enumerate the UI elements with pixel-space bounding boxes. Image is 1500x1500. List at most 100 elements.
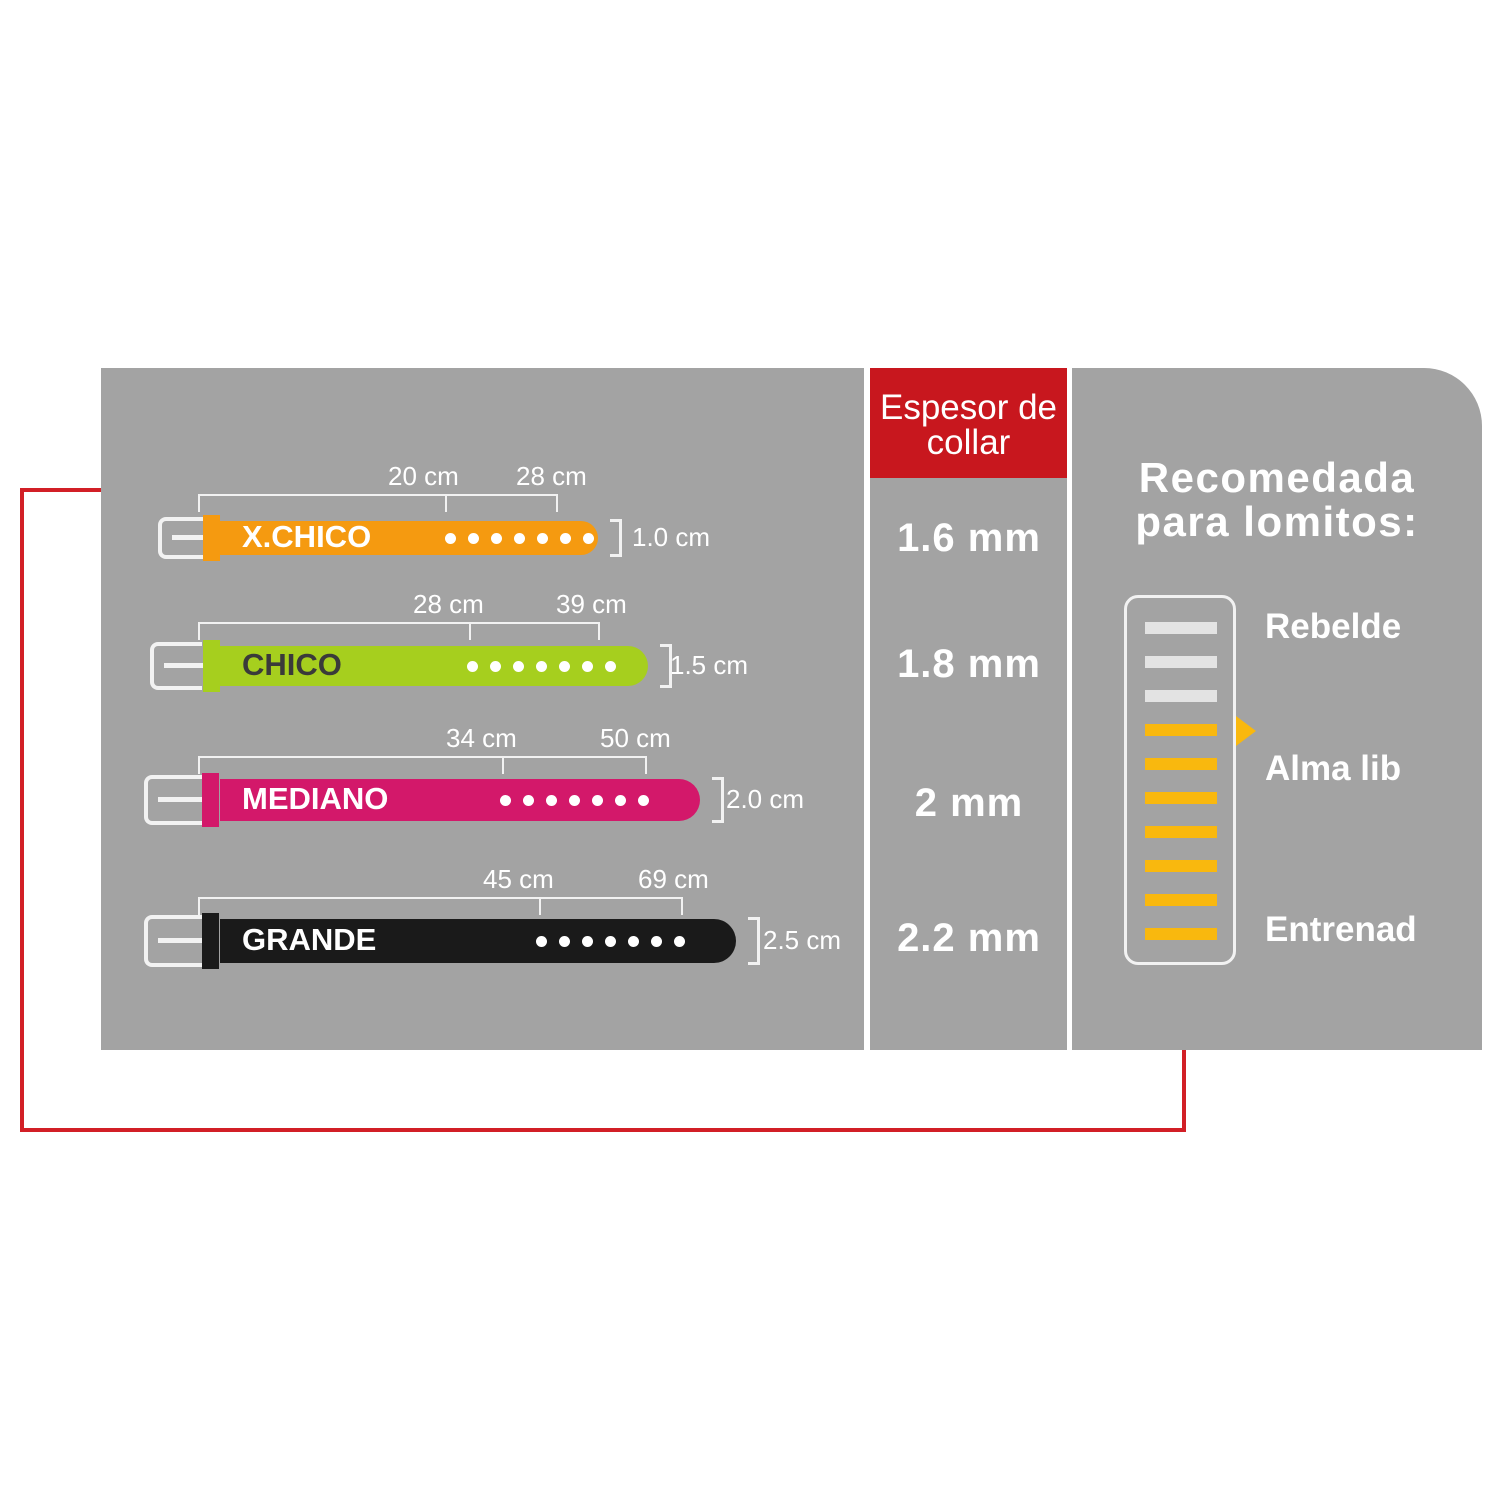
length-tick-min <box>539 897 541 915</box>
collar-hole <box>638 795 649 806</box>
thickness-header-text: Espesor de collar <box>879 388 1058 462</box>
frame-bottom <box>20 1128 1186 1132</box>
collar-hole <box>537 533 548 544</box>
buckle-tongue <box>172 535 203 540</box>
collar-hole <box>605 936 616 947</box>
collar-hole <box>674 936 685 947</box>
recommendation-title-line2: para lomitos: <box>1135 498 1419 545</box>
collar-strap <box>220 919 736 963</box>
max-length-label: 69 cm <box>638 864 709 894</box>
collar-hole <box>500 795 511 806</box>
collar-keeper <box>203 640 220 692</box>
collar-hole <box>615 795 626 806</box>
collar-keeper <box>202 913 219 969</box>
collar-hole <box>445 533 456 544</box>
level-entrenad: Entrenad <box>1265 910 1417 949</box>
collar-hole <box>560 533 571 544</box>
collar-hole <box>559 661 570 672</box>
collar-hole <box>592 795 603 806</box>
frame-top-left <box>20 488 104 492</box>
recommendation-title: Recomedada para lomitos: <box>1072 456 1482 544</box>
buckle-tongue <box>164 663 203 668</box>
collar-hole <box>467 661 478 672</box>
length-dimension-line <box>198 622 600 624</box>
max-length-label: 39 cm <box>556 589 627 619</box>
collar-hole <box>513 661 524 672</box>
size-name: MEDIANO <box>242 781 389 816</box>
gauge-bar <box>1145 826 1217 838</box>
collar-width-label: 1.5 cm <box>670 650 749 680</box>
length-tick-max <box>681 897 683 915</box>
width-bracket <box>610 519 622 557</box>
size-name: CHICO <box>242 647 342 682</box>
collar-hole <box>468 533 479 544</box>
level-rebelde: Rebelde <box>1265 607 1402 646</box>
collar-keeper <box>202 773 219 827</box>
gauge-bar <box>1145 622 1217 634</box>
collar-hole <box>514 533 525 544</box>
collar-hole <box>651 936 662 947</box>
thickness-panel <box>870 368 1067 1050</box>
thickness-value: 1.8 mm <box>897 642 1041 686</box>
width-bracket <box>748 917 760 965</box>
width-bracket <box>660 644 672 688</box>
collar-strap <box>220 646 648 686</box>
level-alma-lib: Alma lib <box>1265 749 1402 788</box>
collar-hole <box>569 795 580 806</box>
length-tick-min <box>502 756 504 774</box>
recommendation-panel <box>1072 368 1482 1050</box>
min-length-label: 20 cm <box>388 461 459 491</box>
length-tick-min <box>445 494 447 512</box>
gauge-bar <box>1145 860 1217 872</box>
length-tick-start <box>198 897 200 915</box>
buckle-tongue <box>158 797 202 802</box>
size-name: X.CHICO <box>242 519 372 554</box>
collar-hole <box>536 936 547 947</box>
collar-hole <box>559 936 570 947</box>
length-tick-start <box>198 622 200 640</box>
gauge-bar <box>1145 724 1217 736</box>
length-tick-max <box>645 756 647 774</box>
length-tick-min <box>469 622 471 640</box>
gauge-bar <box>1145 690 1217 702</box>
buckle-icon <box>158 517 204 559</box>
collar-hole <box>491 533 502 544</box>
collar-hole <box>536 661 547 672</box>
buckle-icon <box>150 642 202 690</box>
behavior-gauge <box>1124 595 1236 965</box>
collar-width-label: 1.0 cm <box>632 522 711 552</box>
collar-hole <box>523 795 534 806</box>
gauge-bar <box>1145 656 1217 668</box>
length-tick-start <box>198 756 200 774</box>
size-name: GRANDE <box>242 922 377 957</box>
frame-left <box>20 488 24 1132</box>
buckle-icon <box>144 775 202 825</box>
buckle-icon <box>144 915 202 967</box>
gauge-pointer-icon <box>1236 716 1256 746</box>
min-length-label: 45 cm <box>483 864 554 894</box>
collar-hole <box>583 533 594 544</box>
buckle-tongue <box>158 938 202 943</box>
collar-keeper <box>203 515 220 561</box>
gauge-bar <box>1145 792 1217 804</box>
thickness-value: 2 mm <box>914 781 1024 825</box>
thickness-value: 2.2 mm <box>897 916 1041 960</box>
min-length-label: 34 cm <box>446 723 517 753</box>
collar-hole <box>605 661 616 672</box>
length-dimension-line <box>198 897 683 899</box>
gauge-bar <box>1145 928 1217 940</box>
width-bracket <box>712 777 724 823</box>
thickness-header: Espesor de collar <box>870 368 1067 478</box>
length-dimension-line <box>198 756 647 758</box>
thickness-value: 1.6 mm <box>897 516 1041 560</box>
min-length-label: 28 cm <box>413 589 484 619</box>
max-length-label: 28 cm <box>516 461 587 491</box>
gauge-bar <box>1145 758 1217 770</box>
frame-right-drop <box>1182 1050 1186 1132</box>
collar-hole <box>628 936 639 947</box>
gauge-bar <box>1145 894 1217 906</box>
length-dimension-line <box>198 494 558 496</box>
length-tick-start <box>198 494 200 512</box>
collar-hole <box>582 936 593 947</box>
collar-hole <box>582 661 593 672</box>
